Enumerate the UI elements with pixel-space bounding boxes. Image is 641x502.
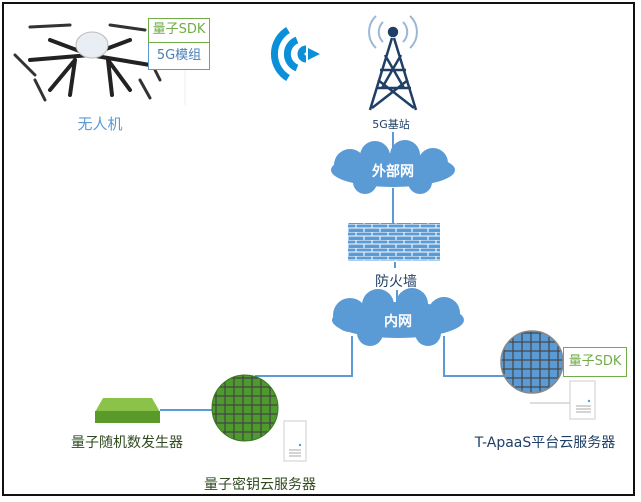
key-server-label: 量子密钥云服务器 bbox=[204, 477, 316, 493]
base-station-label: 5G基站 bbox=[372, 118, 410, 131]
drone-icon bbox=[13, 23, 162, 102]
connection-lines bbox=[160, 132, 505, 411]
platform-server-globe-icon bbox=[500, 330, 564, 394]
platform-quantum-sdk-box: 量子SDK bbox=[563, 347, 627, 377]
drone-label: 无人机 bbox=[77, 115, 123, 133]
external-net-label: 外部网 bbox=[372, 164, 414, 180]
firewall-label: 防火墙 bbox=[375, 274, 417, 290]
qrng-device-icon bbox=[95, 398, 160, 423]
drone-quantum-sdk-box: 量子SDK bbox=[148, 18, 210, 43]
internal-net-cloud bbox=[332, 288, 464, 346]
qrng-label: 量子随机数发生器 bbox=[71, 435, 183, 451]
drone-5g-module-box: 5G模组 bbox=[148, 43, 210, 70]
platform-server-label: T-ApaaS平台云服务器 bbox=[474, 435, 616, 451]
cell-tower-icon bbox=[368, 15, 418, 111]
platform-server-icon bbox=[569, 380, 596, 420]
external-net-cloud bbox=[331, 140, 455, 194]
wifi-signal-icon bbox=[270, 27, 307, 81]
internal-net-label: 内网 bbox=[384, 314, 412, 330]
diagram-frame bbox=[2, 2, 635, 496]
firewall-icon bbox=[348, 223, 440, 261]
key-server-icon bbox=[283, 420, 307, 462]
key-server-globe-icon bbox=[211, 374, 279, 442]
